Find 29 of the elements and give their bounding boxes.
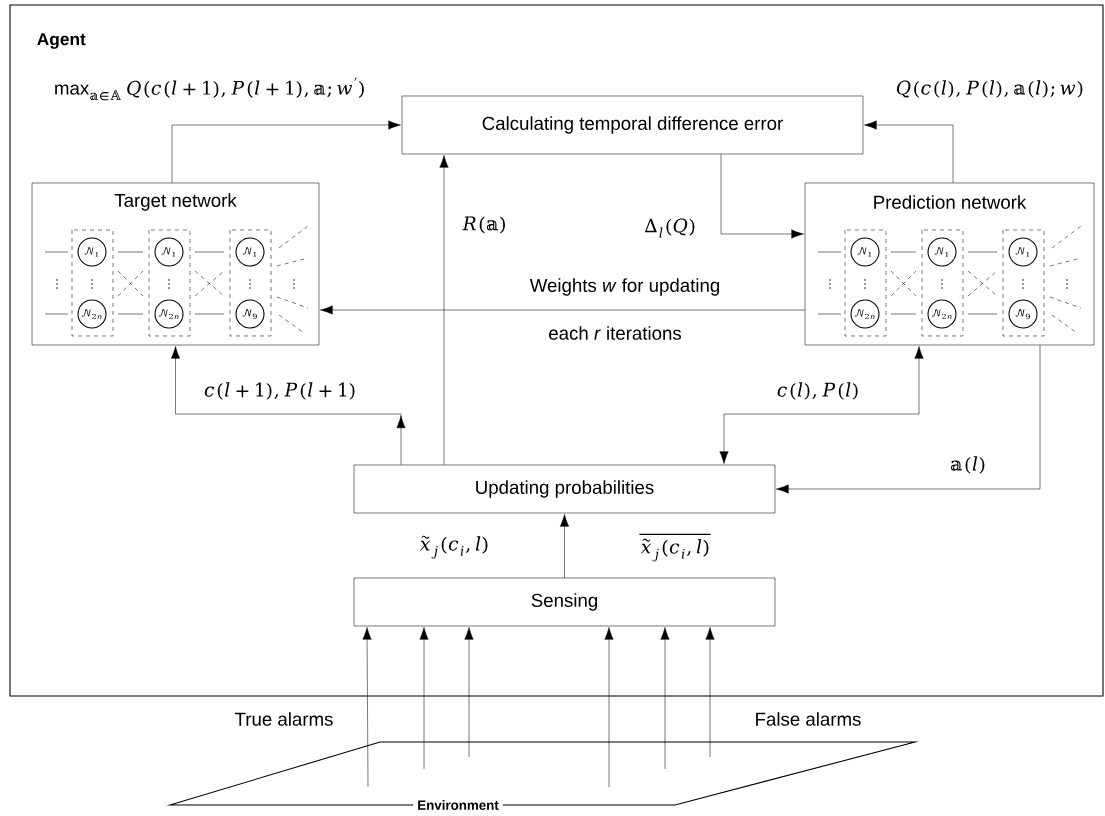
annotation: Weights w for updating (529, 278, 720, 296)
edge-label: $\max_{\mathbb{a}\in\mathbb{A}} Q(c(l+1),P(l+1),\mathbb{a};w')$ (55, 77, 364, 101)
arrow (776, 345, 1041, 494)
arrow (439, 155, 449, 465)
process-box: Calculating temporal difference error (401, 95, 864, 155)
arrow (720, 154, 804, 239)
arrow (719, 346, 924, 464)
arrow (320, 305, 805, 315)
formula-label: $\tilde{x}_j(c_i,l)$ (419, 535, 488, 559)
arrow (171, 120, 401, 183)
process-box: Updating probabilities (353, 464, 776, 514)
edge-label: $\Delta_l(Q)$ (644, 218, 695, 238)
edge-label: $R(\mathbb{a})$ (462, 216, 505, 234)
edge-label: $c(l),P(l)$ (777, 382, 858, 400)
formula-label: $\overline{\tilde{x}_j(c_i,l)}$ (639, 534, 711, 562)
process-box: Sensing (353, 577, 776, 627)
arrow (705, 627, 715, 758)
arrow (464, 627, 474, 758)
edge-label: $\mathbb{a}(l)$ (950, 456, 985, 474)
edge-label: $c(l+1),P(l+1)$ (204, 382, 355, 400)
arrow (362, 627, 372, 788)
arrow (560, 514, 569, 578)
edge-label: $Q(c(l),P(l),\mathbb{a}(l);w)$ (896, 80, 1083, 98)
arrow (604, 627, 614, 788)
arrow (864, 120, 954, 183)
arrow (419, 627, 429, 770)
arrow (660, 627, 670, 770)
arrow (171, 346, 406, 465)
annotation: each r iterations (549, 326, 682, 340)
